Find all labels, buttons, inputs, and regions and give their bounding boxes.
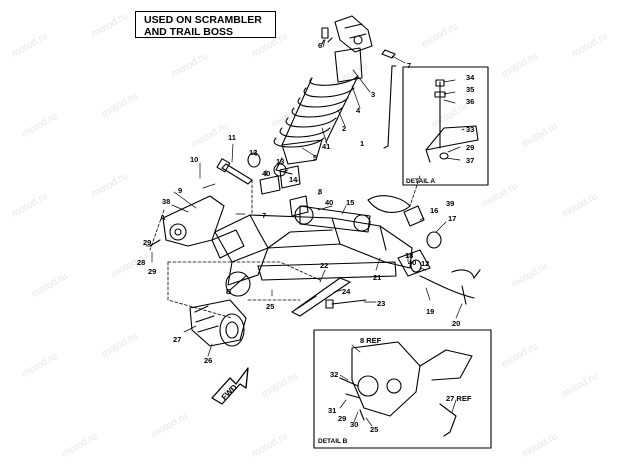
callout-labels: 6 7 3 4 2 1 41 5 11 12 13 40 14 10 8 40 …: [137, 41, 460, 365]
drive-housing: [189, 299, 247, 347]
callout-25: 25: [266, 302, 274, 311]
detail-a-callout-33: 33: [466, 125, 474, 134]
callout-15: 15: [346, 198, 354, 207]
callout-13: 13: [276, 157, 284, 166]
callout-3: 3: [371, 90, 375, 99]
callout-9: 9: [178, 186, 182, 195]
leader-lines: [145, 39, 465, 427]
detail-a-box: [402, 66, 489, 186]
callout-6: 6: [318, 41, 322, 50]
callout-40b: 40: [325, 198, 333, 207]
callout-27: 27: [173, 335, 181, 344]
detail-a-callout-34: 34: [466, 73, 475, 82]
detail-a-callout-29: 29: [466, 143, 474, 152]
callout-24: 24: [342, 287, 351, 296]
callout-12: 12: [249, 148, 257, 157]
callout-8: 8: [318, 187, 322, 196]
callout-4: 4: [356, 106, 361, 115]
callout-7: 7: [407, 61, 411, 70]
callout-B: B: [226, 287, 232, 296]
callout-19: 19: [426, 307, 434, 316]
callout-17: 17: [448, 214, 456, 223]
callout-11: 11: [228, 133, 236, 142]
callout-5: 5: [313, 153, 317, 162]
title-line-2: AND TRAIL BOSS: [144, 26, 234, 38]
callout-22: 22: [320, 261, 328, 270]
callout-20: 20: [452, 319, 460, 328]
detail-b-ref-8: 8 REF: [360, 336, 382, 345]
callout-23: 23: [377, 299, 385, 308]
detail-b-labels: 8 REF 32 31 29 30 25 27 REF DETAIL B: [318, 336, 472, 445]
callout-28: 28: [137, 258, 145, 267]
callout-2: 2: [342, 124, 346, 133]
pivot-bolt-11: [216, 158, 253, 185]
detail-b-caption: DETAIL B: [318, 438, 348, 445]
callout-38: 38: [162, 197, 170, 206]
callout-39: 39: [446, 199, 454, 208]
callout-12b: 12: [421, 259, 429, 268]
callout-21: 21: [373, 273, 381, 282]
detail-b-box: [313, 329, 492, 449]
detail-a-labels: 34 35 36 33 29 37 DETAIL A: [406, 73, 475, 185]
callout-16: 16: [430, 206, 438, 215]
callout-29: 29: [143, 238, 151, 247]
detail-b-callout-29: 29: [338, 414, 346, 423]
callout-1: 1: [360, 139, 364, 148]
callout-40: 40: [262, 169, 270, 178]
callout-26: 26: [204, 356, 212, 365]
detail-b-callout-25: 25: [370, 425, 378, 434]
detail-a-caption: DETAIL A: [406, 178, 435, 185]
shock-absorber: [273, 15, 396, 177]
swing-arm: [214, 205, 413, 286]
callout-18: 18: [405, 251, 413, 260]
detail-a-callout-37: 37: [466, 156, 474, 165]
callout-40c: 40: [408, 258, 416, 267]
detail-b-callout-31: 31: [328, 406, 336, 415]
fwd-arrow: [211, 367, 249, 405]
title-line-1: USED ON SCRAMBLER: [144, 14, 262, 26]
frame-bracket: [149, 195, 245, 259]
assembly-guide-lines: [149, 175, 421, 319]
callout-29b: 29: [148, 267, 156, 276]
callout-14: 14: [289, 175, 298, 184]
detail-b-ref-27: 27 REF: [446, 394, 472, 403]
detail-a-callout-35: 35: [466, 85, 474, 94]
detail-b-callout-32: 32: [330, 370, 338, 379]
detail-a-callout-36: 36: [466, 97, 474, 106]
callout-41: 41: [322, 142, 330, 151]
callout-A: A: [160, 213, 166, 222]
callout-7b: 7: [262, 211, 266, 220]
detail-b-callout-30: 30: [350, 420, 358, 429]
model-applicability-note: USED ON SCRAMBLER AND TRAIL BOSS: [135, 11, 276, 38]
callout-10: 10: [190, 155, 198, 164]
